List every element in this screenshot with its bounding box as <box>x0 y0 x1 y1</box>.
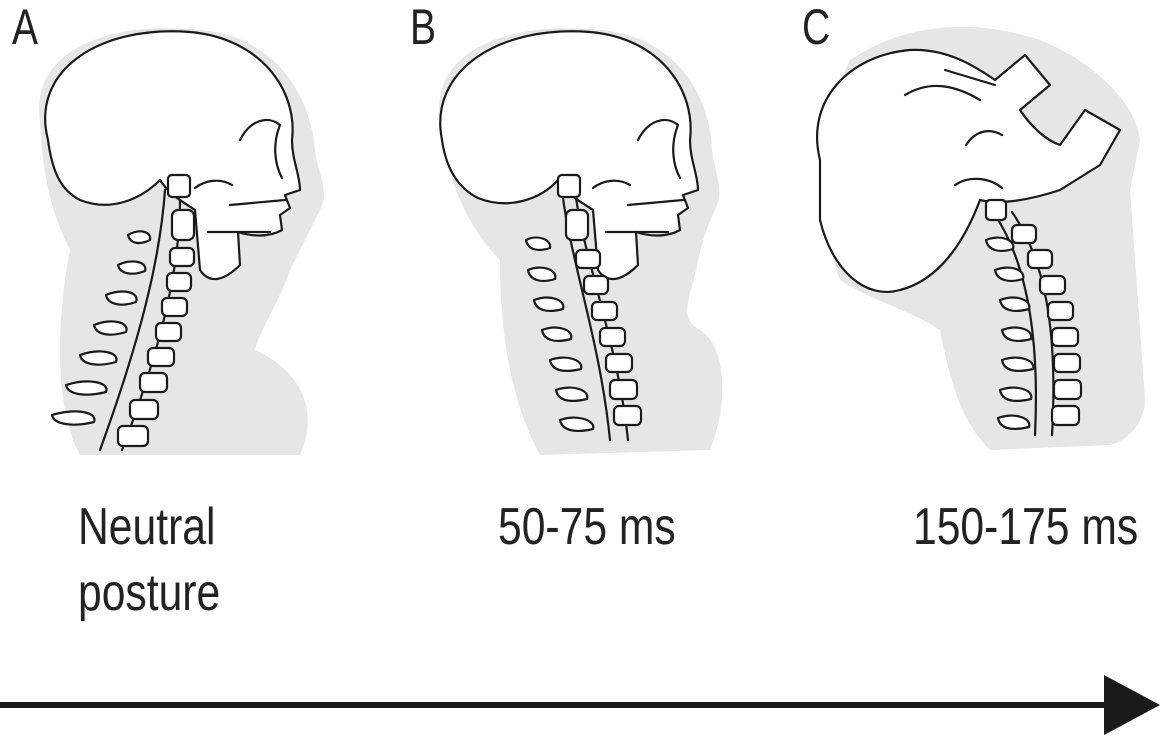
caption-line-1: Neutral <box>78 494 220 560</box>
head-retraction-illustration <box>400 0 787 480</box>
caption-150-175-ms: 150-175 ms <box>913 494 1138 560</box>
neutral-posture-illustration <box>0 0 387 480</box>
head-extension-illustration <box>790 0 1160 480</box>
caption-neutral-posture: Neutral posture <box>78 494 220 626</box>
caption-50-75-ms: 50-75 ms <box>498 494 676 560</box>
panel-b: B <box>400 0 787 480</box>
panel-c: C <box>790 0 1160 480</box>
panel-a: A <box>0 0 387 480</box>
caption-line-1: 150-175 ms <box>913 494 1138 560</box>
caption-line-1: 50-75 ms <box>498 494 676 560</box>
caption-line-2: posture <box>78 560 220 626</box>
